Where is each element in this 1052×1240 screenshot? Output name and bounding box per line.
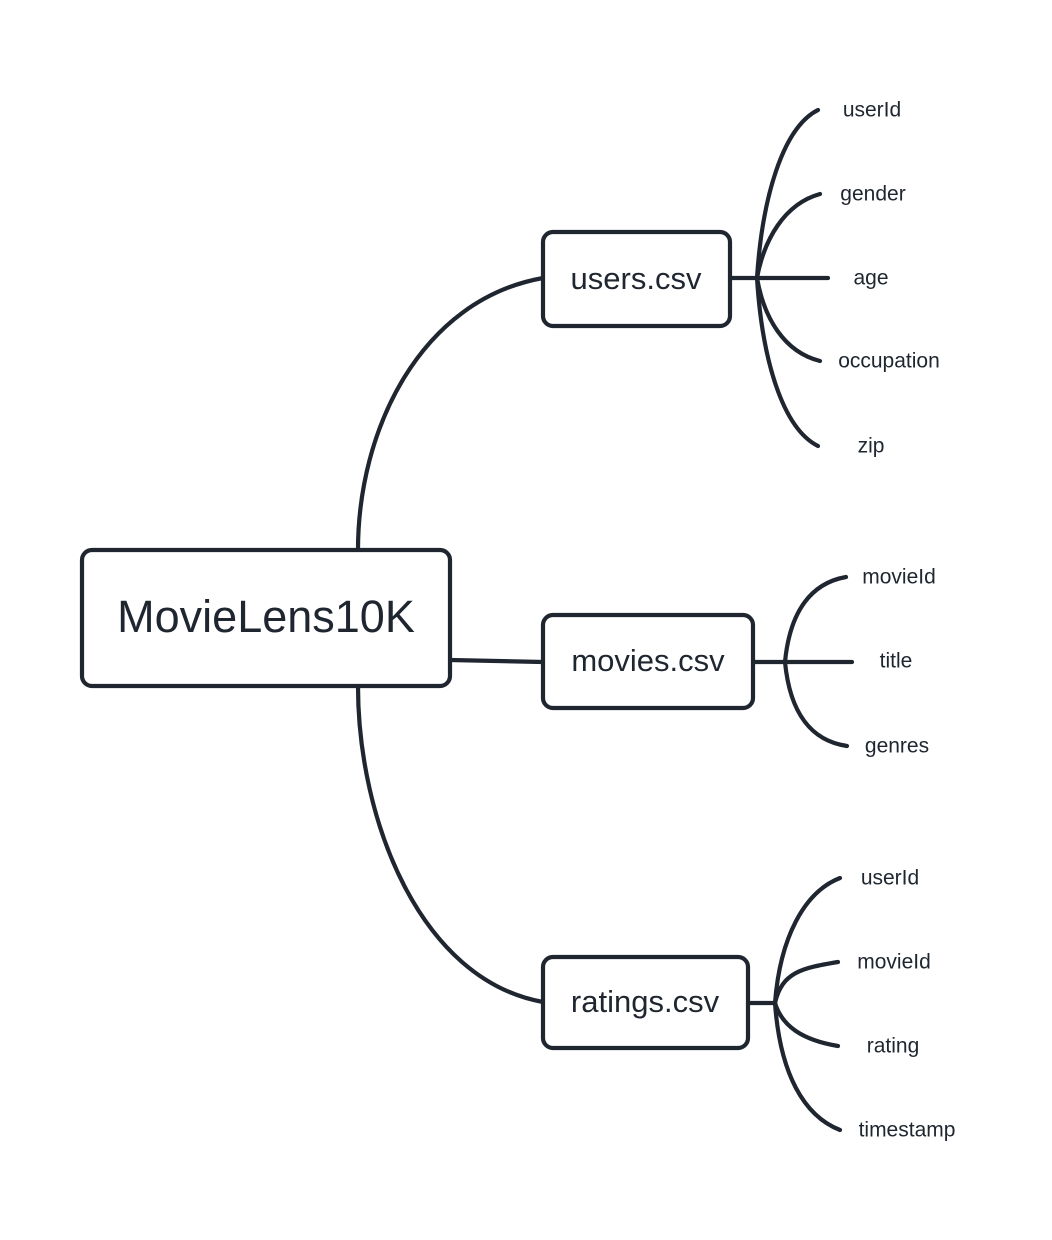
leaf-users-occupation: occupation [838, 350, 940, 373]
edge-root-to-ratings [355, 683, 546, 1005]
edge-ratings-userid [772, 875, 843, 1006]
node-users-csv-label: users.csv [571, 261, 702, 296]
edge-movies-movieid [782, 574, 849, 665]
leaf-users-zip: zip [858, 435, 885, 458]
edge-users-zip [754, 275, 821, 449]
edge-ratings-timestamp [772, 1000, 843, 1133]
leaf-ratings-timestamp: timestamp [859, 1119, 956, 1142]
leaf-users-gender: gender [840, 183, 905, 206]
leaf-movies-genres: genres [865, 735, 929, 758]
node-ratings-csv-label: ratings.csv [571, 984, 720, 1019]
branch-movies: movies.csv movieId title genres [540, 566, 936, 758]
leaf-ratings-userid: userId [861, 867, 919, 890]
edge-users-userid [754, 107, 821, 281]
root-node-group: MovieLens10K [79, 547, 453, 689]
leaf-movies-title: title [880, 650, 913, 673]
branch-ratings: ratings.csv userId movieId rating timest… [540, 867, 956, 1142]
branch-users: users.csv userId gender age occupation z… [540, 99, 940, 458]
root-connectors [355, 275, 546, 1005]
node-ratings-csv[interactable] [540, 954, 751, 1051]
edge-users-gender [754, 191, 823, 281]
node-users-csv[interactable] [540, 229, 733, 329]
leaf-ratings-movieid: movieId [857, 951, 931, 974]
node-root-movielens10k[interactable] [79, 547, 453, 689]
edge-root-to-movies [447, 657, 546, 665]
node-movies-csv[interactable] [540, 612, 756, 711]
edge-root-to-users [355, 275, 546, 553]
edge-movies-genres [782, 659, 850, 749]
node-root-label: MovieLens10K [117, 591, 415, 642]
edge-ratings-movieid [772, 959, 841, 1006]
leaf-movies-movieid: movieId [862, 566, 936, 589]
leaf-users-userid: userId [843, 99, 901, 122]
leaf-ratings-rating: rating [867, 1035, 920, 1058]
leaf-users-age: age [853, 267, 888, 290]
node-movies-csv-label: movies.csv [571, 643, 725, 678]
edge-ratings-rating [772, 1000, 841, 1049]
